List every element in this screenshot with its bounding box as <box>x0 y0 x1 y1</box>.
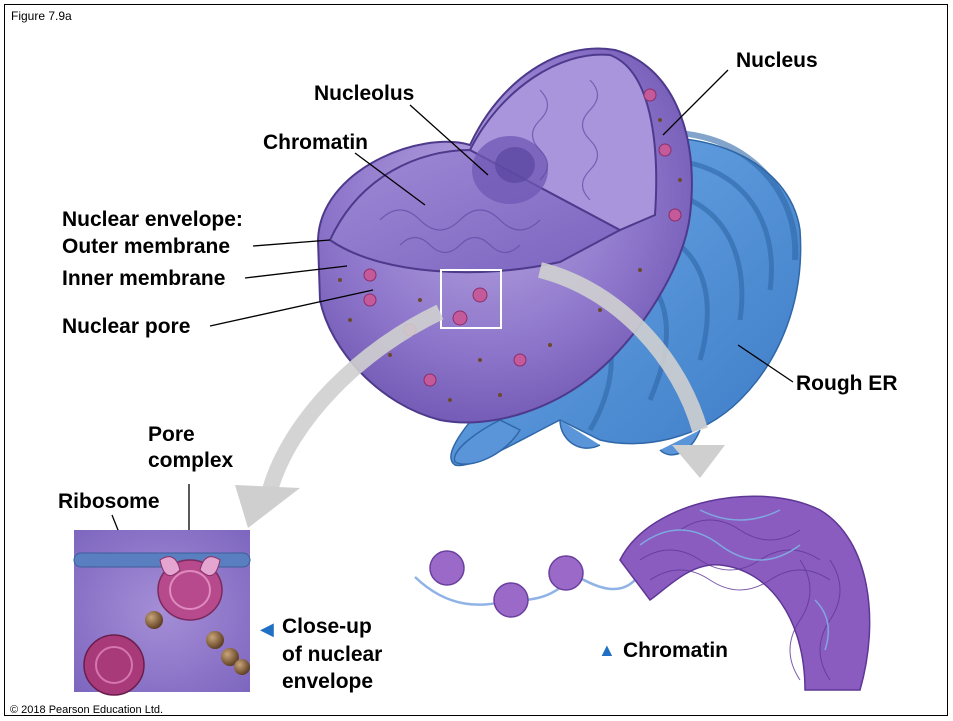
triangle-left-icon: ◀ <box>260 619 274 640</box>
label-nucleus: Nucleus <box>736 50 818 71</box>
label-nuclear-pore: Nuclear pore <box>62 316 190 337</box>
triangle-up-icon: ▲ <box>598 640 616 661</box>
label-closeup-line1: Close-up <box>282 616 372 637</box>
label-outer-membrane: Outer membrane <box>62 236 230 257</box>
figure-number: Figure 7.9a <box>11 9 72 23</box>
label-chromatin-bottom: Chromatin <box>623 640 728 661</box>
label-chromatin-top: Chromatin <box>263 132 368 153</box>
label-closeup-line2: of nuclear <box>282 644 382 665</box>
copyright-notice: © 2018 Pearson Education Ltd. <box>10 704 163 716</box>
label-rough-er: Rough ER <box>796 373 897 394</box>
label-closeup-line3: envelope <box>282 671 373 692</box>
label-ribosome: Ribosome <box>58 491 160 512</box>
label-pore-complex-line2: complex <box>148 450 233 471</box>
closeup-inset <box>74 530 250 695</box>
label-pore-complex-line1: Pore <box>148 424 195 445</box>
label-nucleolus: Nucleolus <box>314 83 414 104</box>
label-inner-membrane: Inner membrane <box>62 268 225 289</box>
label-nuclear-envelope: Nuclear envelope: <box>62 209 243 230</box>
